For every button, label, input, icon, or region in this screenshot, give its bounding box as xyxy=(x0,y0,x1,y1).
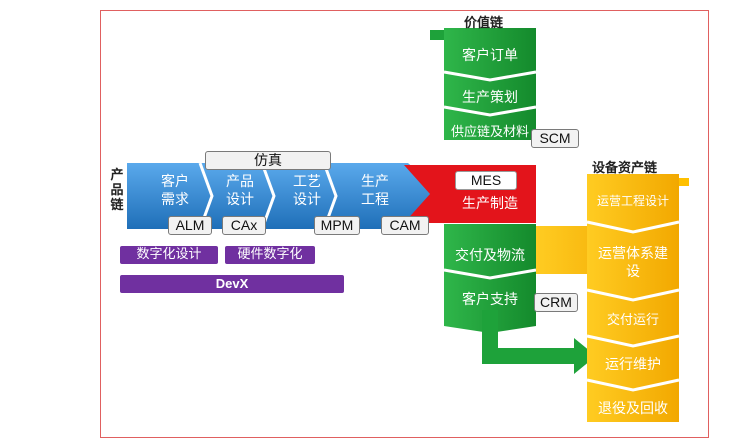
stage-production-engineering: 生产 工程 xyxy=(350,173,400,209)
stage-product-design: 产品 设计 xyxy=(215,173,265,209)
hardware-digital-pill: 硬件数字化 xyxy=(225,246,315,264)
elbow-arrow xyxy=(482,310,596,374)
asset-chain-title: 设备资产链 xyxy=(592,161,658,176)
stage-line1: 产品 xyxy=(226,174,254,190)
stage-operations-design: 运营工程设计 xyxy=(596,194,669,208)
stage-process-design: 工艺 设计 xyxy=(282,173,332,209)
stage-maintenance: 运行维护 xyxy=(605,357,661,373)
stage-customer-requirements: 客户 需求 xyxy=(150,173,200,209)
value-chain-title: 价值链 xyxy=(464,16,504,31)
tool-scm: SCM xyxy=(531,129,579,148)
tool-alm: ALM xyxy=(168,216,212,235)
tool-crm: CRM xyxy=(534,293,578,312)
diagram-frame xyxy=(100,10,709,438)
stage-decommission: 退役及回收 xyxy=(598,401,668,417)
stage-supply-chain: 供应链及材料 xyxy=(450,125,529,140)
stage-production-planning: 生产策划 xyxy=(462,90,518,106)
stage-customer-order: 客户订单 xyxy=(462,48,518,64)
stage-line1: 生产 xyxy=(361,174,389,190)
devx-pill: DevX xyxy=(120,275,344,293)
tool-cax: CAx xyxy=(222,216,266,235)
asset-chain-column xyxy=(587,174,679,422)
stage-line2: 设计 xyxy=(293,192,321,208)
stage-line2: 工程 xyxy=(361,192,389,208)
simulation-tag: 仿真 xyxy=(205,151,331,170)
stage-delivery-operation: 交付运行 xyxy=(606,313,659,328)
tool-mes: MES xyxy=(455,171,517,190)
stage-line1: 客户 xyxy=(161,174,189,190)
stage-delivery-logistics: 交付及物流 xyxy=(455,248,525,264)
stage-operations-system: 运营体系建设 xyxy=(598,246,668,280)
stage-line2: 设计 xyxy=(226,192,254,208)
stage-manufacturing: 生产制造 xyxy=(462,196,518,212)
tool-mpm: MPM xyxy=(314,216,360,235)
digital-design-pill: 数字化设计 xyxy=(120,246,218,264)
stage-line1: 工艺 xyxy=(293,174,321,190)
stage-line2: 需求 xyxy=(161,192,189,208)
product-chain-title: 产品链 xyxy=(110,168,124,213)
stage-customer-support: 客户支持 xyxy=(462,292,518,308)
tool-cam: CAM xyxy=(381,216,429,235)
